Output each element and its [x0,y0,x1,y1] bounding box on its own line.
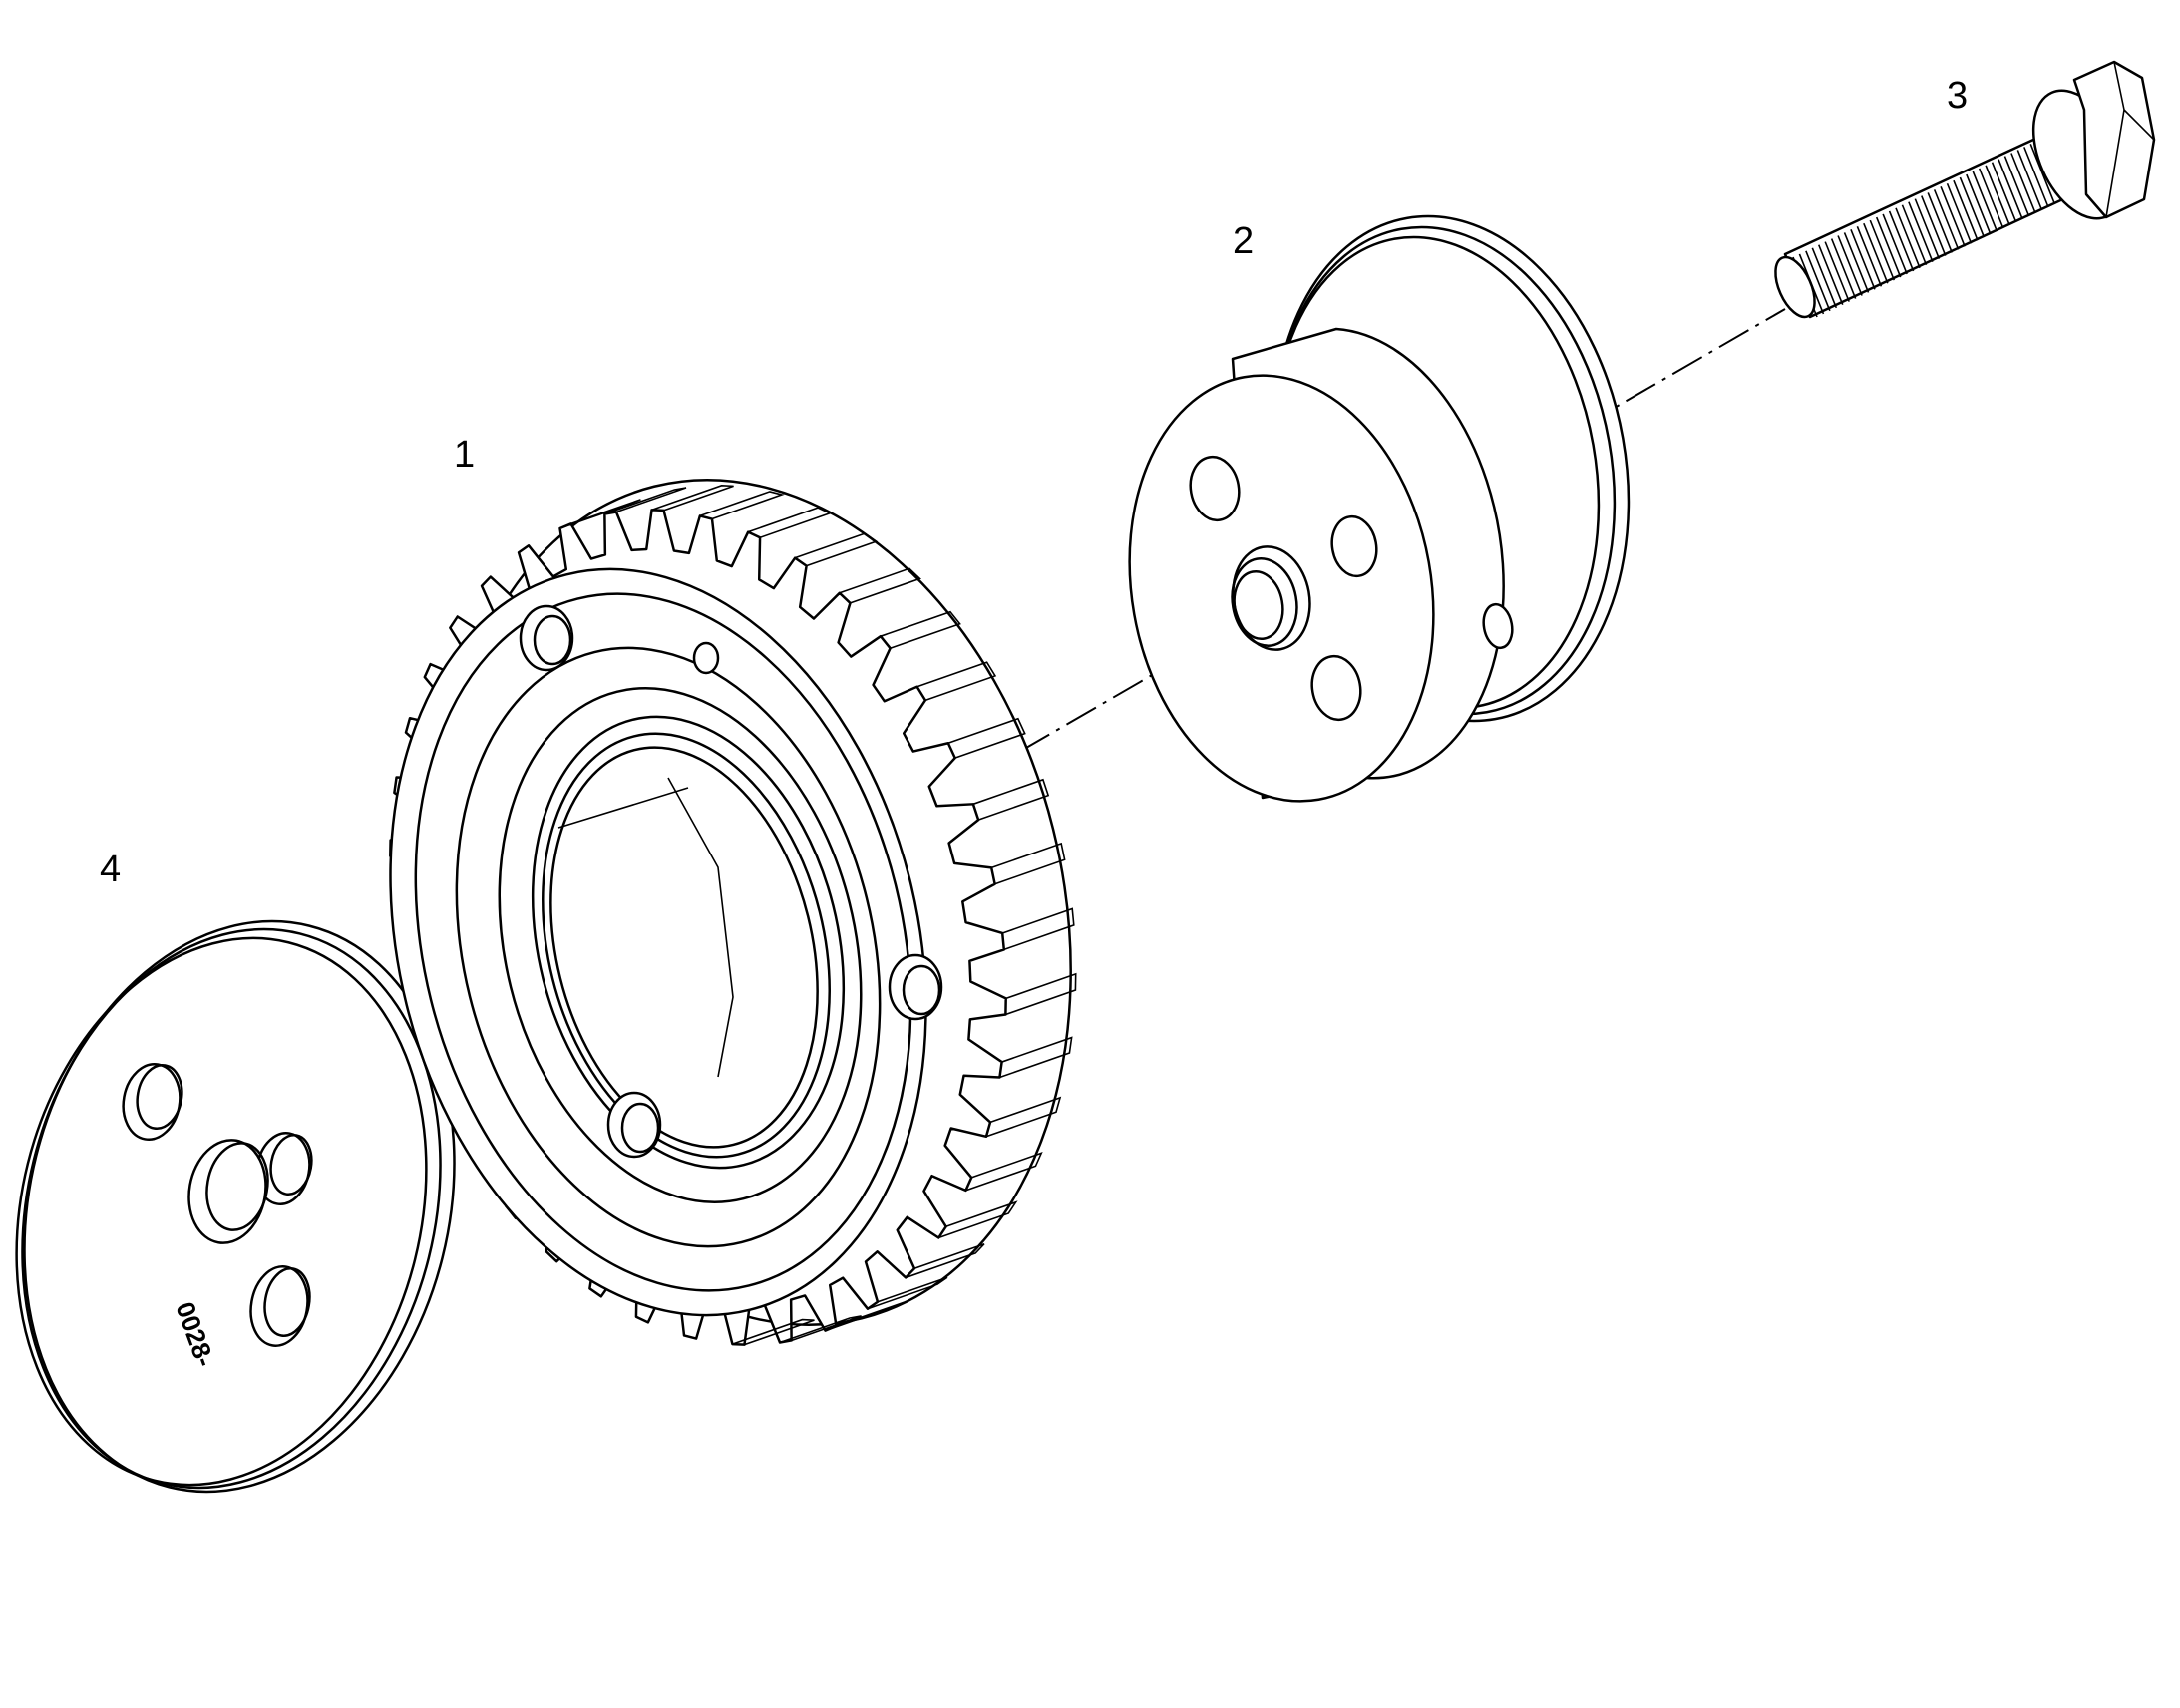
gear-tooth-face [985,1096,1062,1138]
bolt-part-3 [1774,60,2156,319]
gear-tooth-face [867,1276,948,1310]
bolt-thread-line [1830,238,1857,299]
bolt-thread-line [2003,156,2030,216]
callout-4: 4 [100,849,121,890]
gear-tooth-face [559,499,641,529]
gear-tooth-face [1001,907,1075,951]
bolt-thread-line [1869,219,1896,281]
bolt-thread-line [1811,247,1838,309]
plate-hole [249,1265,311,1347]
gear-tooth-face [779,1315,862,1344]
bolt-thread-line [1908,201,1934,262]
bolt-thread-line [2016,150,2043,210]
bolt-thread-line [1901,204,1928,266]
bolt-thread-line [1991,162,2017,223]
bolt-thread-line [1843,232,1870,293]
gear-tooth-face [947,717,1026,759]
callout-2: 2 [1233,220,1254,262]
bolt-thread-line [1921,195,1947,256]
gear-tooth-face [825,1300,907,1332]
bolt-thread-line [1985,165,2010,226]
bolt-thread-line [1850,229,1876,290]
bolt-threads [1792,131,2081,318]
bolt-thread-line [1888,210,1915,272]
gear-tooth-face [916,661,997,702]
gear-part-1 [389,479,1077,1346]
callout-1: 1 [454,434,475,476]
gear-dowel [692,641,720,675]
gear-tooth-face [990,842,1066,885]
bolt-thread-line [1863,222,1889,284]
bolt-thread-line [1882,213,1908,275]
bolt-thread-line [1959,176,1986,238]
bolt-thread-line [1933,189,1960,250]
gear-tooth-face [747,507,833,539]
gear-bolt-hole [606,1091,662,1159]
gear-tooth-face [905,1242,985,1279]
gear-tooth-face [972,778,1050,821]
gear-tooth-face [651,485,734,512]
bolt-thread-line [1837,235,1863,296]
bolt-thread-line [1895,207,1921,269]
gear-tooth-face [999,1036,1073,1079]
gear-tooth-faces [559,485,1077,1346]
bolt-thread-line [2029,143,2055,204]
bolt-thread-line [1927,192,1953,253]
bolt-thread-line [1940,186,1966,247]
bolt-thread-line [1972,171,1998,232]
gear-tooth-face [880,610,961,649]
bolt-thread-line [1856,225,1883,287]
bolt-thread-line [1824,241,1850,302]
bolt-thread-line [1998,159,2023,219]
bolt-thread-line [2010,153,2036,213]
bolt-thread-line [1914,198,1941,259]
gear-tooth-face [732,1318,815,1346]
plate-hole [255,1132,313,1205]
gear-tooth-face [699,491,785,520]
gear-bolt-hole [519,604,574,672]
plate-hole [122,1063,183,1141]
bolt-thread-line [1805,250,1831,312]
gear-bolt-hole [888,953,943,1021]
bolt-thread-line [1875,216,1902,278]
gear-tooth-face [794,532,879,567]
gear-tooth-face [938,1200,1018,1239]
gear-tooth-face [965,1152,1043,1192]
bolt-thread-line [1946,182,1973,244]
bolt-thread-line [2023,147,2049,207]
thrust-plate-part-4: 0028- [15,919,456,1494]
gear-tooth-face [604,487,687,515]
bolt-thread-line [1818,244,1844,306]
hub-part-2 [1128,214,1631,803]
gear-tooth-face [1005,972,1077,1016]
gear-tooth-face [839,567,921,604]
callout-3: 3 [1947,75,1968,117]
plate-center-hole [187,1139,269,1244]
bolt-thread-line [1978,168,2004,229]
bolt-thread-line [1953,179,1979,241]
bolt-thread-line [1966,173,1992,235]
